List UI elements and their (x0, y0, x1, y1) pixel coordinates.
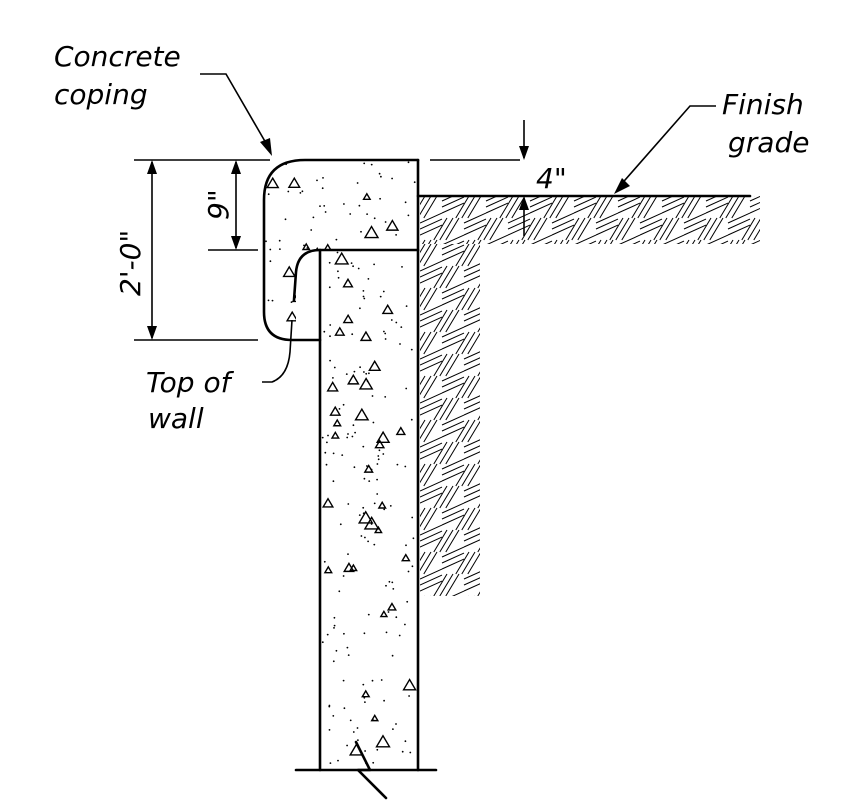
overall-dim: 2'-0" (114, 230, 147, 296)
grade-offset-dim: 4" (536, 162, 567, 195)
svg-text:Finish: Finish (722, 88, 804, 121)
label-top-of-wall: Top of wall (146, 366, 235, 435)
label-concrete-coping: Concrete coping (54, 40, 181, 111)
top-of-wall-line (292, 248, 322, 302)
dimension-overall: 2'-0" (114, 159, 258, 341)
leader-top-of-wall (262, 319, 293, 383)
svg-text:grade: grade (728, 126, 809, 159)
dimension-coping-depth: 9" (202, 159, 270, 251)
leader-coping (200, 73, 272, 156)
label-finish-grade: Finish grade (722, 88, 809, 159)
svg-text:wall: wall (148, 402, 204, 435)
soil-hatch (420, 196, 760, 596)
retaining-wall (294, 158, 438, 772)
leader-finish-grade (614, 105, 716, 194)
svg-text:Top of: Top of (146, 366, 235, 399)
svg-text:Concrete: Concrete (54, 40, 181, 73)
concrete-texture (265, 161, 417, 764)
concrete-coping (262, 158, 420, 342)
coping-depth-dim: 9" (202, 189, 235, 220)
svg-text:coping: coping (54, 78, 148, 111)
dimension-grade-offset: 4" (430, 120, 567, 236)
break-line (354, 740, 388, 800)
